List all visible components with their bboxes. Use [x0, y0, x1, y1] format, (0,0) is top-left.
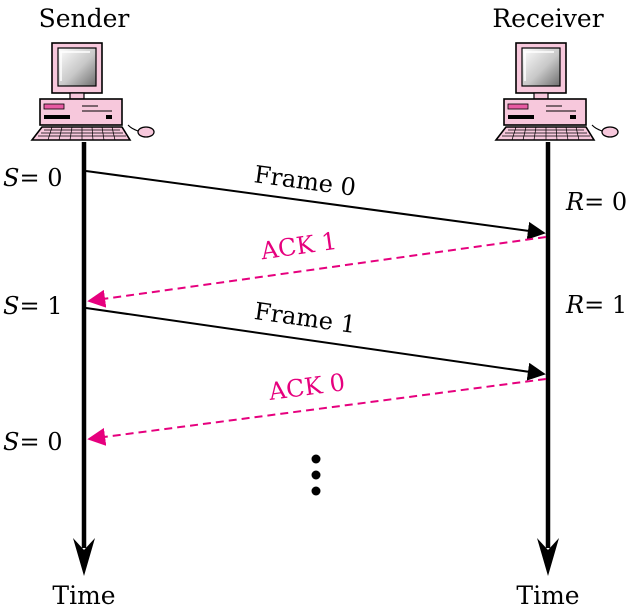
ack-1-arrow — [87, 236, 547, 308]
sender-state-0: S= 0 — [3, 164, 62, 192]
frame-0-arrow — [85, 170, 546, 240]
sender-title: Sender — [39, 4, 130, 33]
vertical-ellipsis-icon — [311, 454, 321, 496]
receiver-time-arrowhead — [537, 538, 559, 576]
sender-time-arrowhead — [73, 538, 95, 576]
frame-1-arrow — [85, 307, 546, 381]
receiver-title: Receiver — [492, 4, 603, 33]
ack-0-arrow — [87, 378, 547, 446]
sender-state-1: S= 1 — [3, 292, 62, 320]
frame-1-label: Frame 1 — [253, 297, 358, 339]
receiver-computer-icon — [494, 42, 619, 141]
ack-1-label: ACK 1 — [258, 227, 339, 266]
receiver-time-label: Time — [516, 581, 579, 610]
receiver-state-0: R= 0 — [565, 188, 627, 216]
receiver-state-1: R= 1 — [565, 291, 627, 319]
sender-state-2: S= 0 — [3, 428, 62, 456]
sender-computer-icon — [30, 42, 155, 141]
ack-0-label: ACK 0 — [266, 368, 347, 406]
sender-time-label: Time — [52, 581, 115, 610]
